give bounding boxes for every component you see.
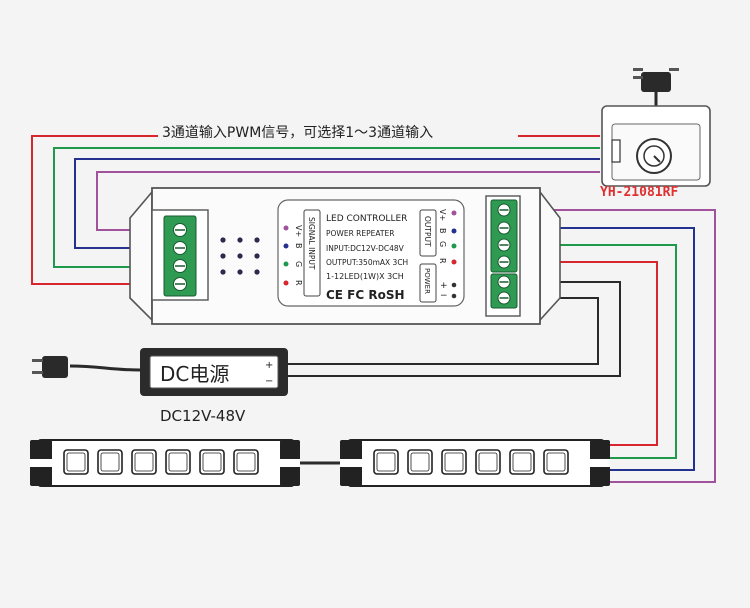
psu-label-panel <box>149 355 279 389</box>
controller-cert-marks: CE FC RoSH <box>326 288 405 302</box>
led-bar-right <box>340 439 610 487</box>
controller-title: LED CONTROLLER <box>326 214 407 224</box>
psu-minus: − <box>265 376 273 387</box>
output-terminal-block <box>490 199 518 273</box>
wire-blue-input <box>74 158 600 249</box>
power-pin-plus: + <box>440 281 448 291</box>
signal-note: 3通道输入PWM信号，可选择1～3通道输入 <box>162 125 433 141</box>
led-chips <box>63 449 259 475</box>
output-pin-legend: V+ B G R + − <box>438 209 457 301</box>
output-pin-vplus: V+ <box>438 209 447 221</box>
output-label: OUTPUT <box>423 216 432 247</box>
output-wires <box>520 209 716 483</box>
mains-cable <box>69 364 141 372</box>
output-terminal-screws <box>497 203 511 269</box>
power-terminal-screws <box>497 275 511 305</box>
dimmer-plug-body <box>641 72 671 92</box>
controller-flange-right <box>539 189 561 323</box>
output-pin-g: G <box>438 241 447 247</box>
wire-green-input <box>53 147 600 268</box>
input-pin-g: G <box>294 261 303 267</box>
controller-flange-left <box>129 189 153 322</box>
mains-plug-body <box>42 356 68 378</box>
vent-holes <box>220 237 260 275</box>
controller-led-spec: 1-12LED(1W)X 3CH <box>326 272 404 281</box>
power-pin-minus: − <box>440 291 448 301</box>
wire-power-plus <box>288 281 621 377</box>
power-terminal-block <box>490 273 518 309</box>
wire-red-output <box>520 261 658 446</box>
output-pin-b: B <box>438 228 447 234</box>
input-pin-b: B <box>294 243 303 249</box>
wire-green-output <box>520 244 677 459</box>
output-pin-r: R <box>438 258 447 264</box>
controller-subtitle: POWER REPEATER <box>326 229 394 238</box>
controller-label-panel <box>277 199 465 307</box>
output-box <box>419 209 437 257</box>
dimmer-model: YH-21081RF <box>600 185 678 200</box>
psu-voltage: DC12V-48V <box>160 407 246 425</box>
input-terminal-block <box>163 215 197 297</box>
wire-violet-output <box>520 209 716 483</box>
signal-input-box <box>303 209 321 297</box>
wire-violet-input <box>96 171 600 231</box>
psu-plus: + <box>265 360 273 371</box>
power-supply: DC电源 + − DC12V-48V <box>32 348 288 425</box>
input-pin-legend: V+ B G R <box>283 225 303 286</box>
dimmer-module: YH-21081RF <box>600 68 711 200</box>
psu-label: DC电源 <box>160 362 229 386</box>
input-terminal-screws <box>173 223 187 291</box>
controller-output-spec: OUTPUT:350mAX 3CH <box>326 258 408 267</box>
led-controller: V+ B G R SIGNAL INPUT LED CONTROLLER POW… <box>129 187 561 325</box>
signal-input-label: SIGNAL INPUT <box>307 217 316 270</box>
power-box <box>419 263 437 303</box>
input-pin-r: R <box>294 280 303 286</box>
led-bar-left <box>30 439 300 487</box>
led-chips <box>373 449 569 475</box>
dimmer-terminal-slot <box>611 139 621 163</box>
input-pin-vplus: V+ <box>294 225 303 237</box>
wire-blue-output <box>520 227 695 471</box>
power-label: POWER <box>423 268 431 294</box>
controller-input-spec: INPUT:DC12V-DC48V <box>326 244 405 253</box>
